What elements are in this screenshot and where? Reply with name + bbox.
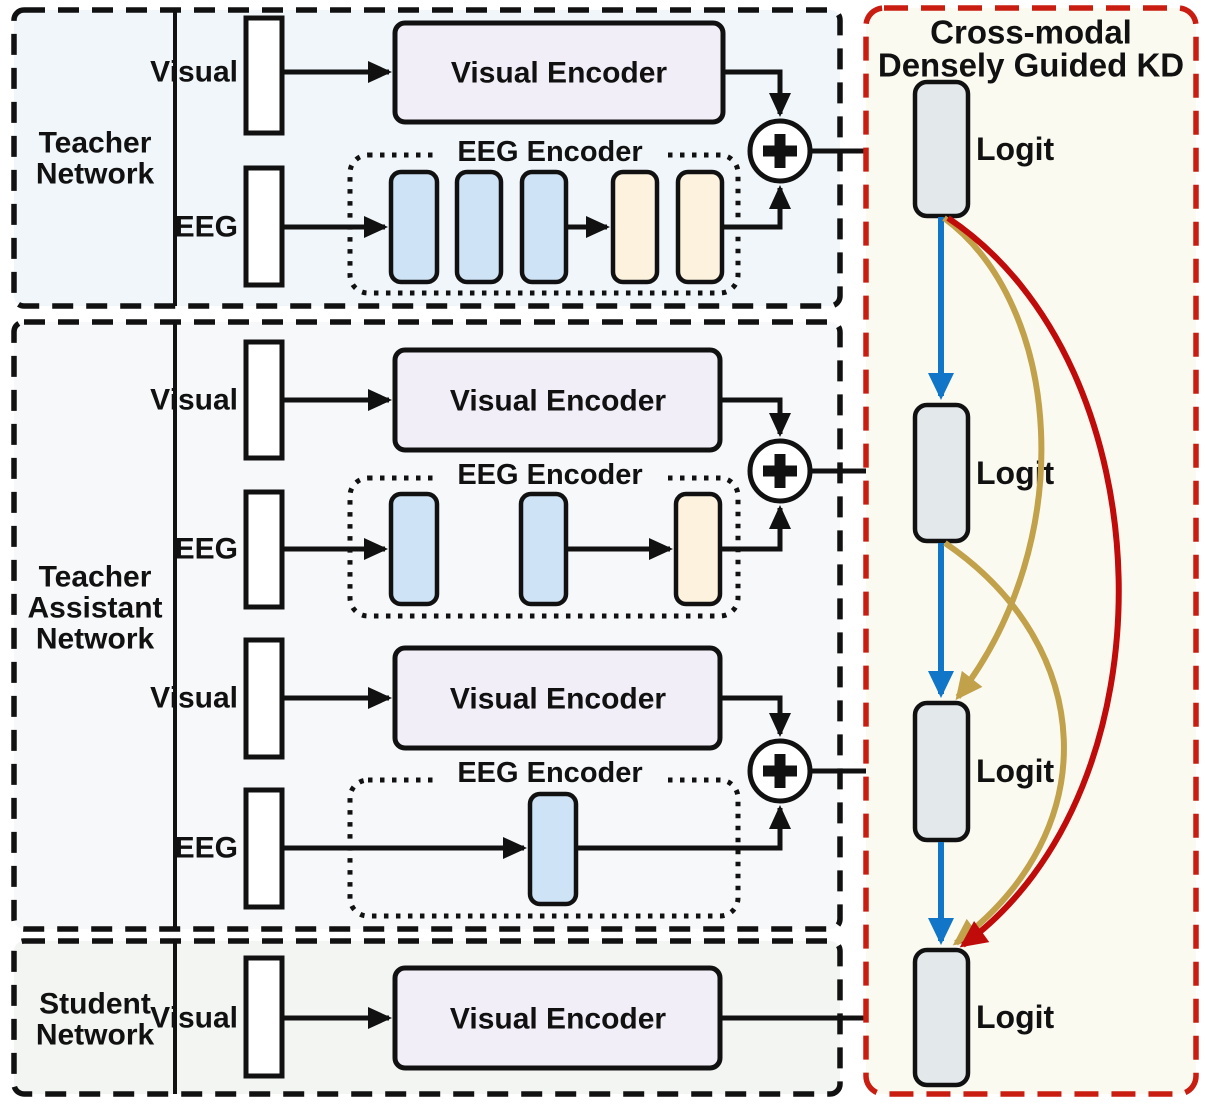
ta1-eeg-to-sum-arrow (720, 505, 791, 552)
ta1-logit-box (912, 402, 971, 544)
plus-icon (763, 754, 797, 788)
student-label-line1: Student (39, 988, 151, 1021)
cross-modal-kd-panel: Cross-modal Densely Guided KD Logit Logi… (863, 5, 1199, 1097)
ta1-visual-label: Visual (150, 384, 238, 417)
kd-title-line1: Cross-modal (930, 14, 1132, 51)
eeg-block (388, 491, 440, 607)
ta2-eeg-input (243, 787, 285, 910)
student-network-panel: Student Network Visual Visual Encoder (11, 938, 914, 1097)
kd-title-line2: Densely Guided KD (878, 47, 1184, 84)
ta1-eeg-encoder-frame (347, 475, 741, 619)
student-visual-input (243, 955, 285, 1079)
ta1-visual-encoder-label: Visual Encoder (450, 385, 667, 418)
eeg-block (519, 169, 569, 285)
ta2-visual-input (243, 637, 285, 760)
ta2-visual-encoder-label: Visual Encoder (450, 683, 667, 716)
student-logit-label: Logit (976, 999, 1055, 1035)
teacher-eeg-to-sum-arrow (722, 185, 791, 230)
teacher-assistant-network-panel: Teacher Assistant Network Visual Visual … (11, 319, 914, 932)
ta1-eeg-label: EEG (175, 533, 238, 566)
teacher-label-line1: Teacher (39, 127, 152, 160)
eeg-out-block (673, 491, 723, 607)
assistant-label-line1: Teacher (39, 561, 152, 594)
teacher-eeg-encoder-label: EEG Encoder (457, 136, 642, 168)
ta1-eeg-input (243, 489, 285, 610)
assistant-label-line3: Network (36, 623, 155, 656)
ta2-eeg-label: EEG (175, 832, 238, 865)
ta1-eeg-encoder-label-bg (435, 461, 665, 490)
kd-red-arrow-1-4 (946, 215, 1122, 948)
teacher-eeg-encoder-frame (347, 152, 741, 296)
eeg-out-block (610, 169, 660, 285)
student-visual-label: Visual (150, 1002, 238, 1035)
plus-icon (763, 134, 797, 168)
teacher-eeg-input (243, 165, 285, 288)
student-visual-encoder-label: Visual Encoder (450, 1003, 667, 1036)
ta2-eeg-to-sum-arrow (576, 805, 791, 851)
ta2-eeg-encoder-label: EEG Encoder (457, 757, 642, 789)
kd-gold-arrow-2-4 (943, 540, 1067, 946)
ta1-visual-to-sum-arrow (720, 397, 791, 437)
ta1-eeg-encoder-label: EEG Encoder (457, 459, 642, 491)
teacher-network-panel: Teacher Network Visual Visual Encoder EE… (11, 7, 914, 309)
eeg-block (518, 491, 569, 607)
student-logit-box (912, 947, 971, 1088)
ta2-eeg-encoder-label-bg (435, 759, 665, 788)
teacher-visual-label: Visual (150, 56, 238, 89)
kd-gold-arrow-1-3 (942, 215, 1045, 701)
teacher-visual-input (243, 15, 285, 136)
ta2-logit-box (912, 700, 971, 843)
ta2-visual-label: Visual (150, 682, 238, 715)
ta1-visual-input (243, 339, 285, 461)
student-label-line2: Network (36, 1019, 155, 1052)
ta2-logit-label: Logit (976, 753, 1055, 789)
teacher-eeg-encoder-label-bg (435, 138, 665, 167)
eeg-block (388, 169, 440, 285)
teacher-visual-to-sum-arrow (723, 69, 791, 117)
assistant-label-line2: Assistant (27, 592, 162, 625)
teacher-visual-encoder-label: Visual Encoder (451, 57, 668, 90)
teacher-logit-label: Logit (976, 131, 1055, 167)
teacher-logit-box (912, 79, 971, 219)
teacher-label-line2: Network (36, 158, 155, 191)
plus-icon (763, 454, 797, 488)
eeg-block (527, 791, 579, 907)
eeg-out-block (675, 169, 725, 285)
teacher-eeg-label: EEG (175, 211, 238, 244)
eeg-block (454, 169, 504, 285)
ta2-visual-to-sum-arrow (720, 695, 791, 737)
